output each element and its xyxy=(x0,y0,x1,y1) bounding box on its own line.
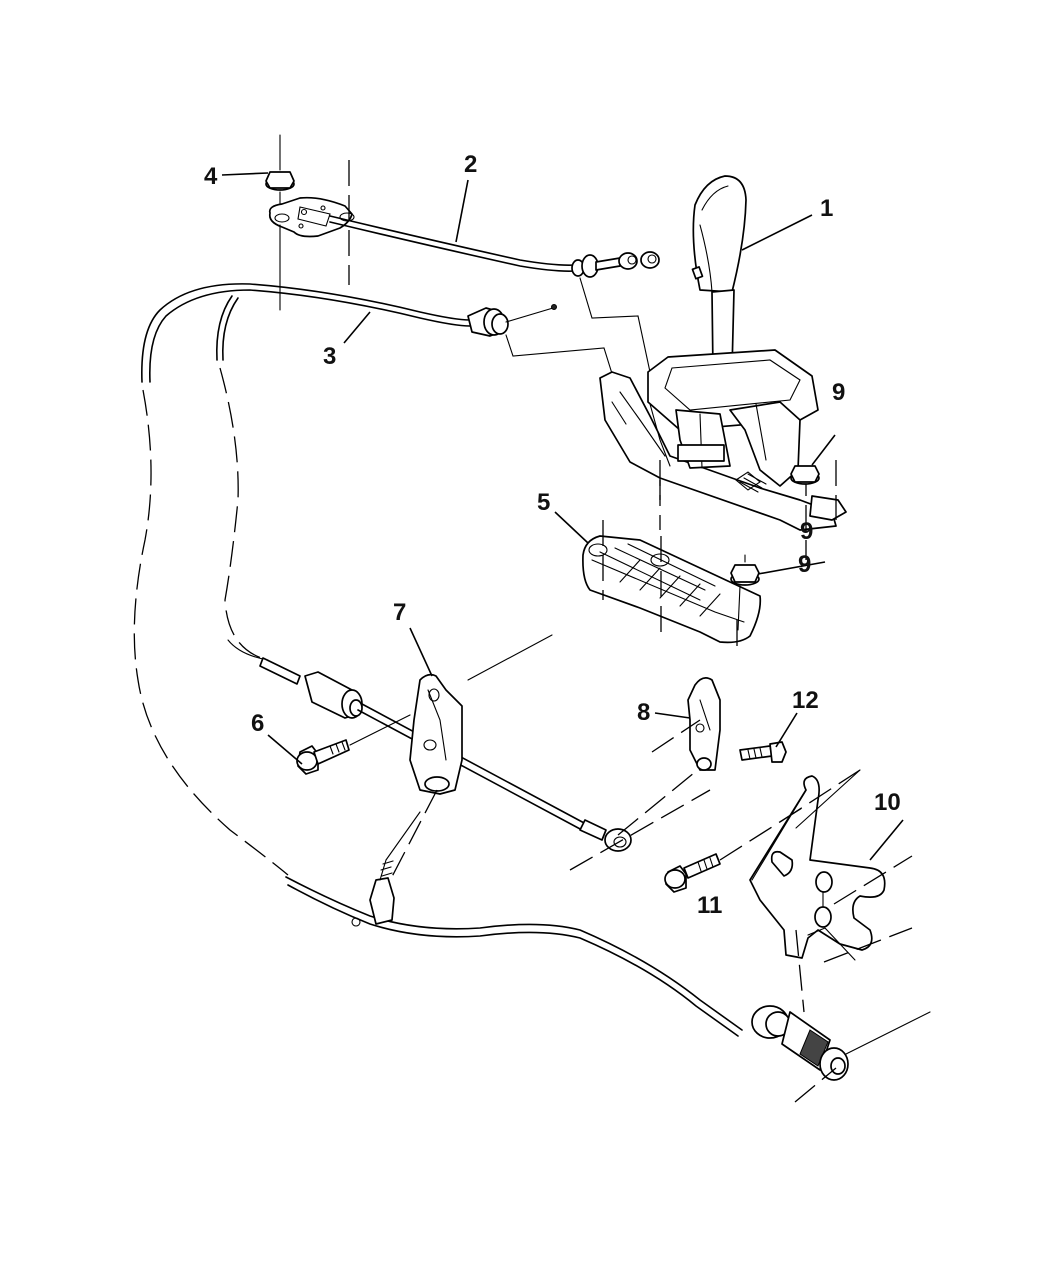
leader-1 xyxy=(741,214,813,251)
shift-lever-assembly-part-1 xyxy=(599,175,847,560)
leader-2 xyxy=(455,179,469,243)
callout-11: 11 xyxy=(697,892,722,919)
bolt-part-11 xyxy=(664,805,806,893)
leader-9c xyxy=(757,561,826,575)
leader-12 xyxy=(775,712,798,748)
callout-leaders xyxy=(221,172,904,861)
leader-5 xyxy=(554,511,589,544)
callout-labels: 1 2 3 4 5 6 7 8 9 9 9 10 11 12 xyxy=(204,151,901,919)
bolt-part-6 xyxy=(296,714,411,775)
callout-5: 5 xyxy=(537,489,550,516)
leader-4 xyxy=(221,172,269,176)
callout-8: 8 xyxy=(637,699,650,726)
callout-7: 7 xyxy=(393,599,406,626)
interlock-cable-part-2 xyxy=(329,215,660,373)
nut-part-9-lower xyxy=(730,554,760,631)
leader-10 xyxy=(869,819,904,861)
callout-2: 2 xyxy=(464,151,477,178)
leader-9a xyxy=(811,434,836,466)
cable-routing-dashed xyxy=(133,367,289,876)
leader-7 xyxy=(409,627,433,677)
leader-3 xyxy=(343,311,371,344)
cable-end-bushing xyxy=(227,634,711,871)
callout-9-middle: 9 xyxy=(800,518,813,545)
callout-10: 10 xyxy=(874,789,901,816)
callout-3: 3 xyxy=(323,343,336,370)
callout-9-upper: 9 xyxy=(832,379,845,406)
callout-4: 4 xyxy=(204,163,218,190)
callout-12: 12 xyxy=(792,687,819,714)
cable-2-mounting-plate xyxy=(268,160,355,311)
nut-part-4 xyxy=(265,134,295,216)
callout-9-lower: 9 xyxy=(798,551,811,578)
bolt-part-12 xyxy=(739,741,787,763)
nut-part-9-upper xyxy=(790,465,820,485)
leader-8 xyxy=(654,712,691,719)
cable-bracket-part-7 xyxy=(381,673,463,897)
callout-1: 1 xyxy=(820,195,833,222)
callout-6: 6 xyxy=(251,710,264,737)
shifter-base-plate-part-5 xyxy=(582,520,762,650)
transmission-bracket-part-10 xyxy=(749,769,913,1013)
lever-part-8 xyxy=(617,677,721,836)
transmission-cable-lower xyxy=(285,811,931,1103)
gearshift-cable-part-3 xyxy=(141,283,615,383)
leader-6 xyxy=(267,734,303,765)
